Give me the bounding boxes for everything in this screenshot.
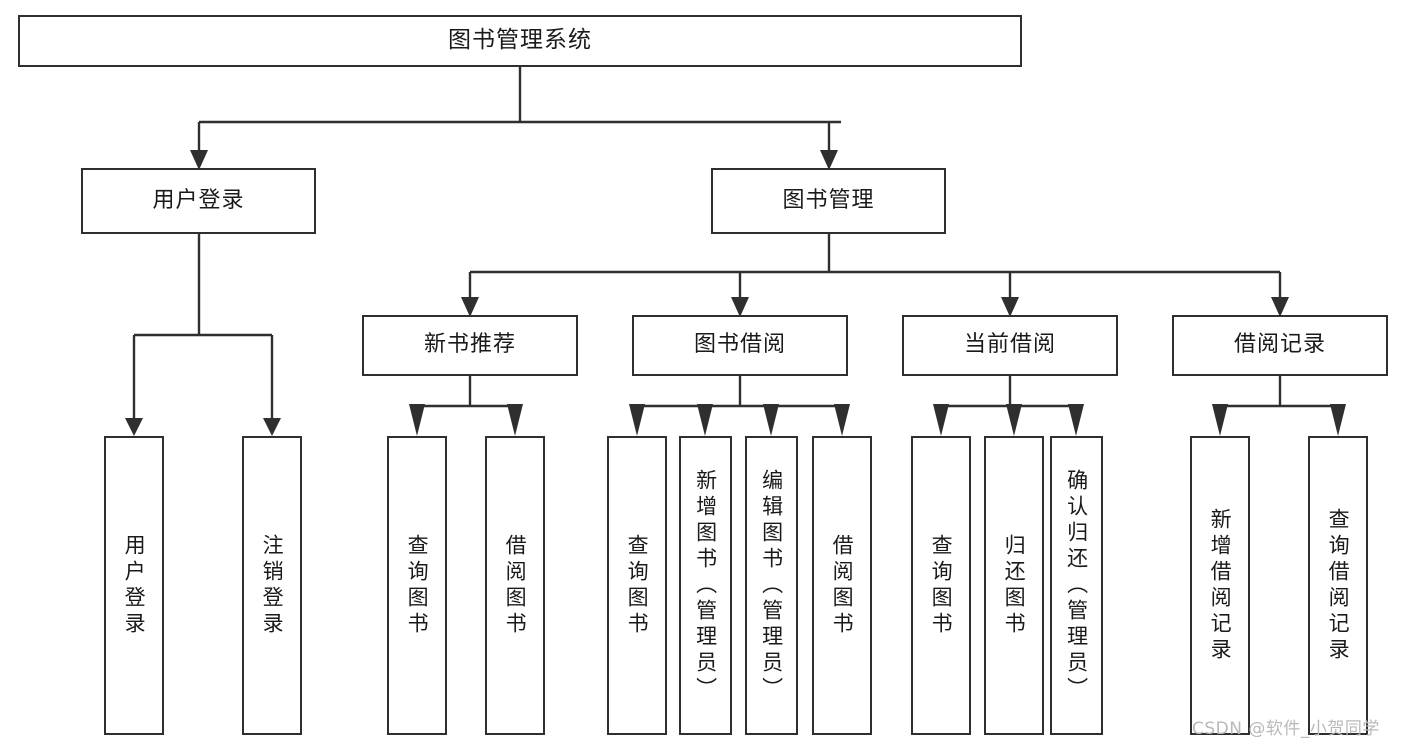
node-leaf-query-book-rec[interactable]: 查询图书: [387, 436, 447, 735]
node-user-login-label: 用户登录: [152, 187, 245, 213]
node-leaf-return-book[interactable]: 归还图书: [984, 436, 1044, 735]
node-leaf-query-record[interactable]: 查询借阅记录: [1308, 436, 1368, 735]
node-leaf-logout[interactable]: 注销登录: [242, 436, 302, 735]
node-leaf-query-record-label: 查询借阅记录: [1326, 507, 1351, 664]
node-leaf-add-record-label: 新增借阅记录: [1208, 507, 1233, 664]
node-leaf-borrow-book-bor-label: 借阅图书: [830, 533, 855, 638]
node-borrow-record[interactable]: 借阅记录: [1172, 315, 1388, 376]
node-leaf-edit-book-label: 编辑图书（管理员）: [759, 468, 784, 703]
node-leaf-add-book-label: 新增图书（管理员）: [693, 468, 718, 703]
node-root-label: 图书管理系统: [448, 27, 592, 54]
node-leaf-query-book-cur-label: 查询图书: [929, 533, 954, 638]
watermark: CSDN @软件_小贺同学: [1192, 719, 1380, 739]
node-leaf-borrow-book-bor[interactable]: 借阅图书: [812, 436, 872, 735]
node-root[interactable]: 图书管理系统: [18, 15, 1022, 67]
node-user-login[interactable]: 用户登录: [81, 168, 316, 234]
node-borrow-record-label: 借阅记录: [1233, 332, 1326, 358]
node-leaf-logout-label: 注销登录: [260, 533, 285, 638]
node-current-borrow-label: 当前借阅: [963, 332, 1056, 358]
node-leaf-user-login[interactable]: 用户登录: [104, 436, 164, 735]
node-leaf-query-book-bor-label: 查询图书: [625, 533, 650, 638]
node-book-manage[interactable]: 图书管理: [711, 168, 946, 234]
node-leaf-confirm-return-label: 确认归还（管理员）: [1064, 468, 1089, 703]
node-book-borrow[interactable]: 图书借阅: [632, 315, 848, 376]
node-book-manage-label: 图书管理: [782, 187, 875, 213]
node-leaf-user-login-label: 用户登录: [122, 533, 147, 638]
node-leaf-query-book-rec-label: 查询图书: [405, 533, 430, 638]
node-leaf-add-book[interactable]: 新增图书（管理员）: [679, 436, 732, 735]
node-new-book-recommend-label: 新书推荐: [423, 332, 516, 358]
node-leaf-borrow-book-rec[interactable]: 借阅图书: [485, 436, 545, 735]
node-book-borrow-label: 图书借阅: [693, 332, 786, 358]
node-new-book-recommend[interactable]: 新书推荐: [362, 315, 578, 376]
node-leaf-borrow-book-rec-label: 借阅图书: [503, 533, 528, 638]
node-leaf-add-record[interactable]: 新增借阅记录: [1190, 436, 1250, 735]
node-current-borrow[interactable]: 当前借阅: [902, 315, 1118, 376]
node-leaf-return-book-label: 归还图书: [1002, 533, 1027, 638]
node-leaf-confirm-return[interactable]: 确认归还（管理员）: [1050, 436, 1103, 735]
node-leaf-query-book-cur[interactable]: 查询图书: [911, 436, 971, 735]
node-leaf-query-book-bor[interactable]: 查询图书: [607, 436, 667, 735]
node-leaf-edit-book[interactable]: 编辑图书（管理员）: [745, 436, 798, 735]
